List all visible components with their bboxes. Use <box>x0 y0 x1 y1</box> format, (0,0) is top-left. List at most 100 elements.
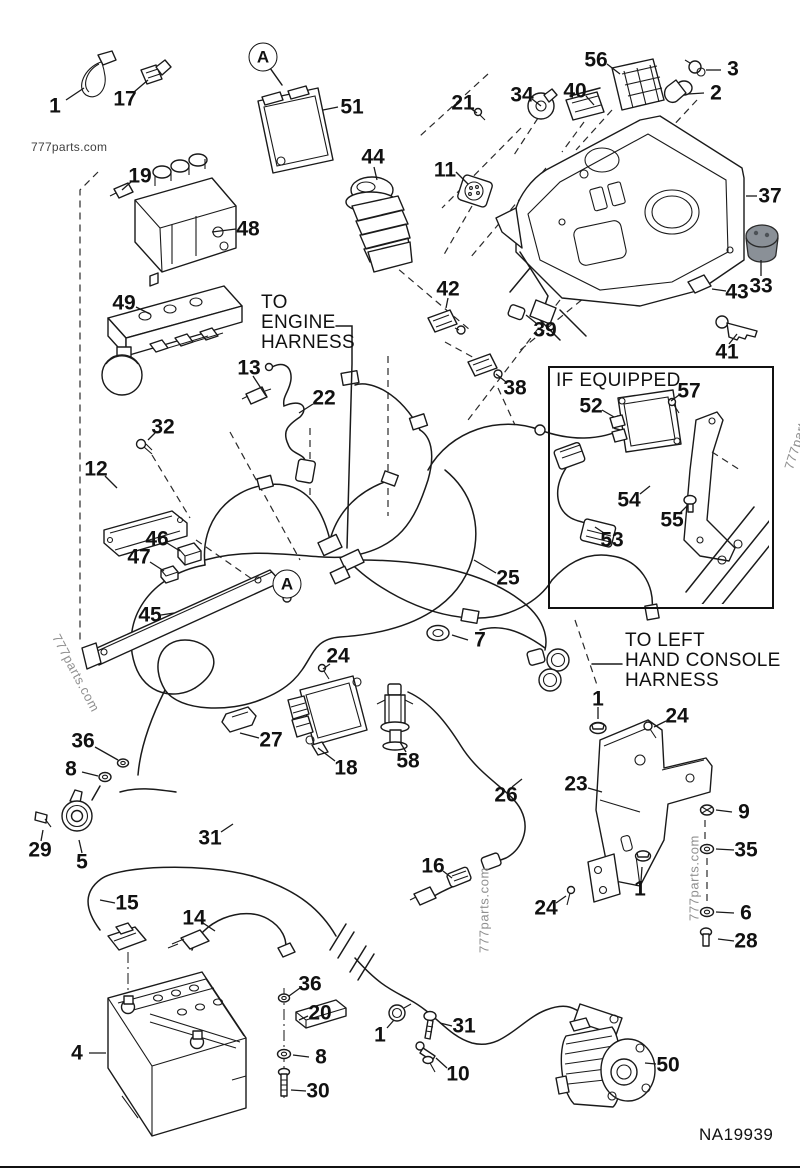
bolt-10-drawing <box>415 1041 436 1073</box>
screw-21-drawing <box>473 107 486 121</box>
callout-13: 13 <box>237 356 261 380</box>
engine-harness-pointer <box>335 325 353 549</box>
callout-5: 5 <box>76 850 88 874</box>
bolt-31b-drawing <box>423 1010 437 1040</box>
callout-20: 20 <box>308 1001 332 1025</box>
relay-47-drawing <box>160 565 179 584</box>
note-to-left-console-harness: TO LEFT HAND CONSOLE HARNESS <box>625 630 781 691</box>
mount-channel-drawing <box>81 569 282 670</box>
callout-18: 18 <box>334 756 358 780</box>
callout-29: 29 <box>28 838 52 862</box>
callout-44: 44 <box>361 145 385 169</box>
callout-1: 1 <box>634 877 646 901</box>
if-equipped-label: IF EQUIPPED <box>556 370 681 391</box>
callout-1: 1 <box>374 1023 386 1047</box>
callout-7: 7 <box>474 628 486 652</box>
valve-block-drawing <box>109 153 237 273</box>
callout-35: 35 <box>734 838 758 862</box>
cap-33-drawing <box>745 224 779 263</box>
rocker-switch-drawing <box>565 87 605 121</box>
watermark-middle: 777parts.com <box>476 867 492 953</box>
callout-26: 26 <box>494 783 518 807</box>
holddown-20-drawing <box>295 999 347 1029</box>
callout-17: 17 <box>113 87 137 111</box>
callout-leader-lines <box>40 63 762 1092</box>
nut-6-drawing <box>699 906 715 918</box>
nut-36b-drawing <box>277 993 291 1003</box>
callout-39: 39 <box>533 318 557 342</box>
grommet-drawing <box>426 624 450 642</box>
watermark-right: 777parts.com <box>686 835 702 921</box>
socket-drawing <box>663 79 693 104</box>
callout-52: 52 <box>579 394 603 418</box>
callout-41: 41 <box>715 340 739 364</box>
screw-24b-drawing <box>643 721 657 739</box>
bracket-23-drawing <box>587 719 713 903</box>
callout-3: 3 <box>727 57 739 81</box>
callout-8: 8 <box>315 1045 327 1069</box>
key-41-drawing <box>715 315 758 341</box>
callout-23: 23 <box>564 772 588 796</box>
watermark-brand: 777parts.com <box>31 140 108 154</box>
battery-drawing <box>107 971 247 1137</box>
relay-46-drawing <box>177 542 202 566</box>
callout-1: 1 <box>592 687 604 711</box>
callout-10: 10 <box>446 1062 470 1086</box>
clamp-27-drawing <box>221 706 257 733</box>
ecu-module-drawing <box>257 67 334 174</box>
horn-drawing <box>61 785 101 832</box>
callout-15: 15 <box>115 891 139 915</box>
washer-8b-drawing <box>276 1048 292 1060</box>
callout-30: 30 <box>306 1079 330 1103</box>
callout-2: 2 <box>710 81 722 105</box>
clip-39-drawing <box>507 304 526 321</box>
callout-36: 36 <box>71 729 95 753</box>
nut-36a-drawing <box>116 758 130 768</box>
callout-1: 1 <box>49 94 61 118</box>
callout-9: 9 <box>738 800 750 824</box>
solenoid-58-drawing <box>376 683 414 751</box>
screw-24c-drawing <box>566 885 576 906</box>
callout-11: 11 <box>433 158 457 182</box>
callout-37: 37 <box>758 184 782 208</box>
callout-58: 58 <box>396 749 420 773</box>
starter-drawing <box>555 1017 656 1108</box>
note-to-engine-harness: TO ENGINE HARNESS <box>261 292 355 353</box>
cable-14-drawing <box>167 912 296 958</box>
wire-26-drawing <box>407 691 526 906</box>
screw-32-drawing <box>135 438 153 455</box>
detail-marker-a-harness: A <box>272 569 302 599</box>
cable-15-drawing <box>87 866 253 951</box>
wedge-43-drawing <box>687 274 712 294</box>
callout-22: 22 <box>312 386 336 410</box>
callout-50: 50 <box>656 1053 680 1077</box>
keypad-drawing <box>611 58 665 111</box>
callout-49: 49 <box>112 291 136 315</box>
callout-24: 24 <box>534 896 558 920</box>
plug-drawing <box>140 59 172 85</box>
callout-4: 4 <box>71 1041 83 1065</box>
callout-21: 21 <box>451 91 475 115</box>
callout-14: 14 <box>182 906 206 930</box>
sensor-42-drawing <box>427 309 466 335</box>
callout-57: 57 <box>677 379 701 403</box>
callout-47: 47 <box>127 545 151 569</box>
bulb-drawing <box>684 59 706 77</box>
callout-25: 25 <box>496 566 520 590</box>
callout-45: 45 <box>138 603 162 627</box>
if-equipped-box: IF EQUIPPED <box>548 366 774 609</box>
if-equipped-contents <box>553 389 769 604</box>
drawing-number: NA19939 <box>699 1125 774 1144</box>
washer-8a-drawing <box>98 771 112 783</box>
callout-16: 16 <box>421 854 445 878</box>
plate-12-drawing <box>103 510 188 557</box>
nut-1b-drawing <box>589 721 607 735</box>
nut-1c-drawing <box>634 850 652 862</box>
callout-40: 40 <box>563 79 587 103</box>
callout-53: 53 <box>600 528 624 552</box>
joystick-drawing <box>345 176 413 273</box>
console-harness-connector-drawing <box>479 627 623 692</box>
nut-35-drawing <box>699 843 715 855</box>
sensor-13-drawing <box>241 362 316 484</box>
